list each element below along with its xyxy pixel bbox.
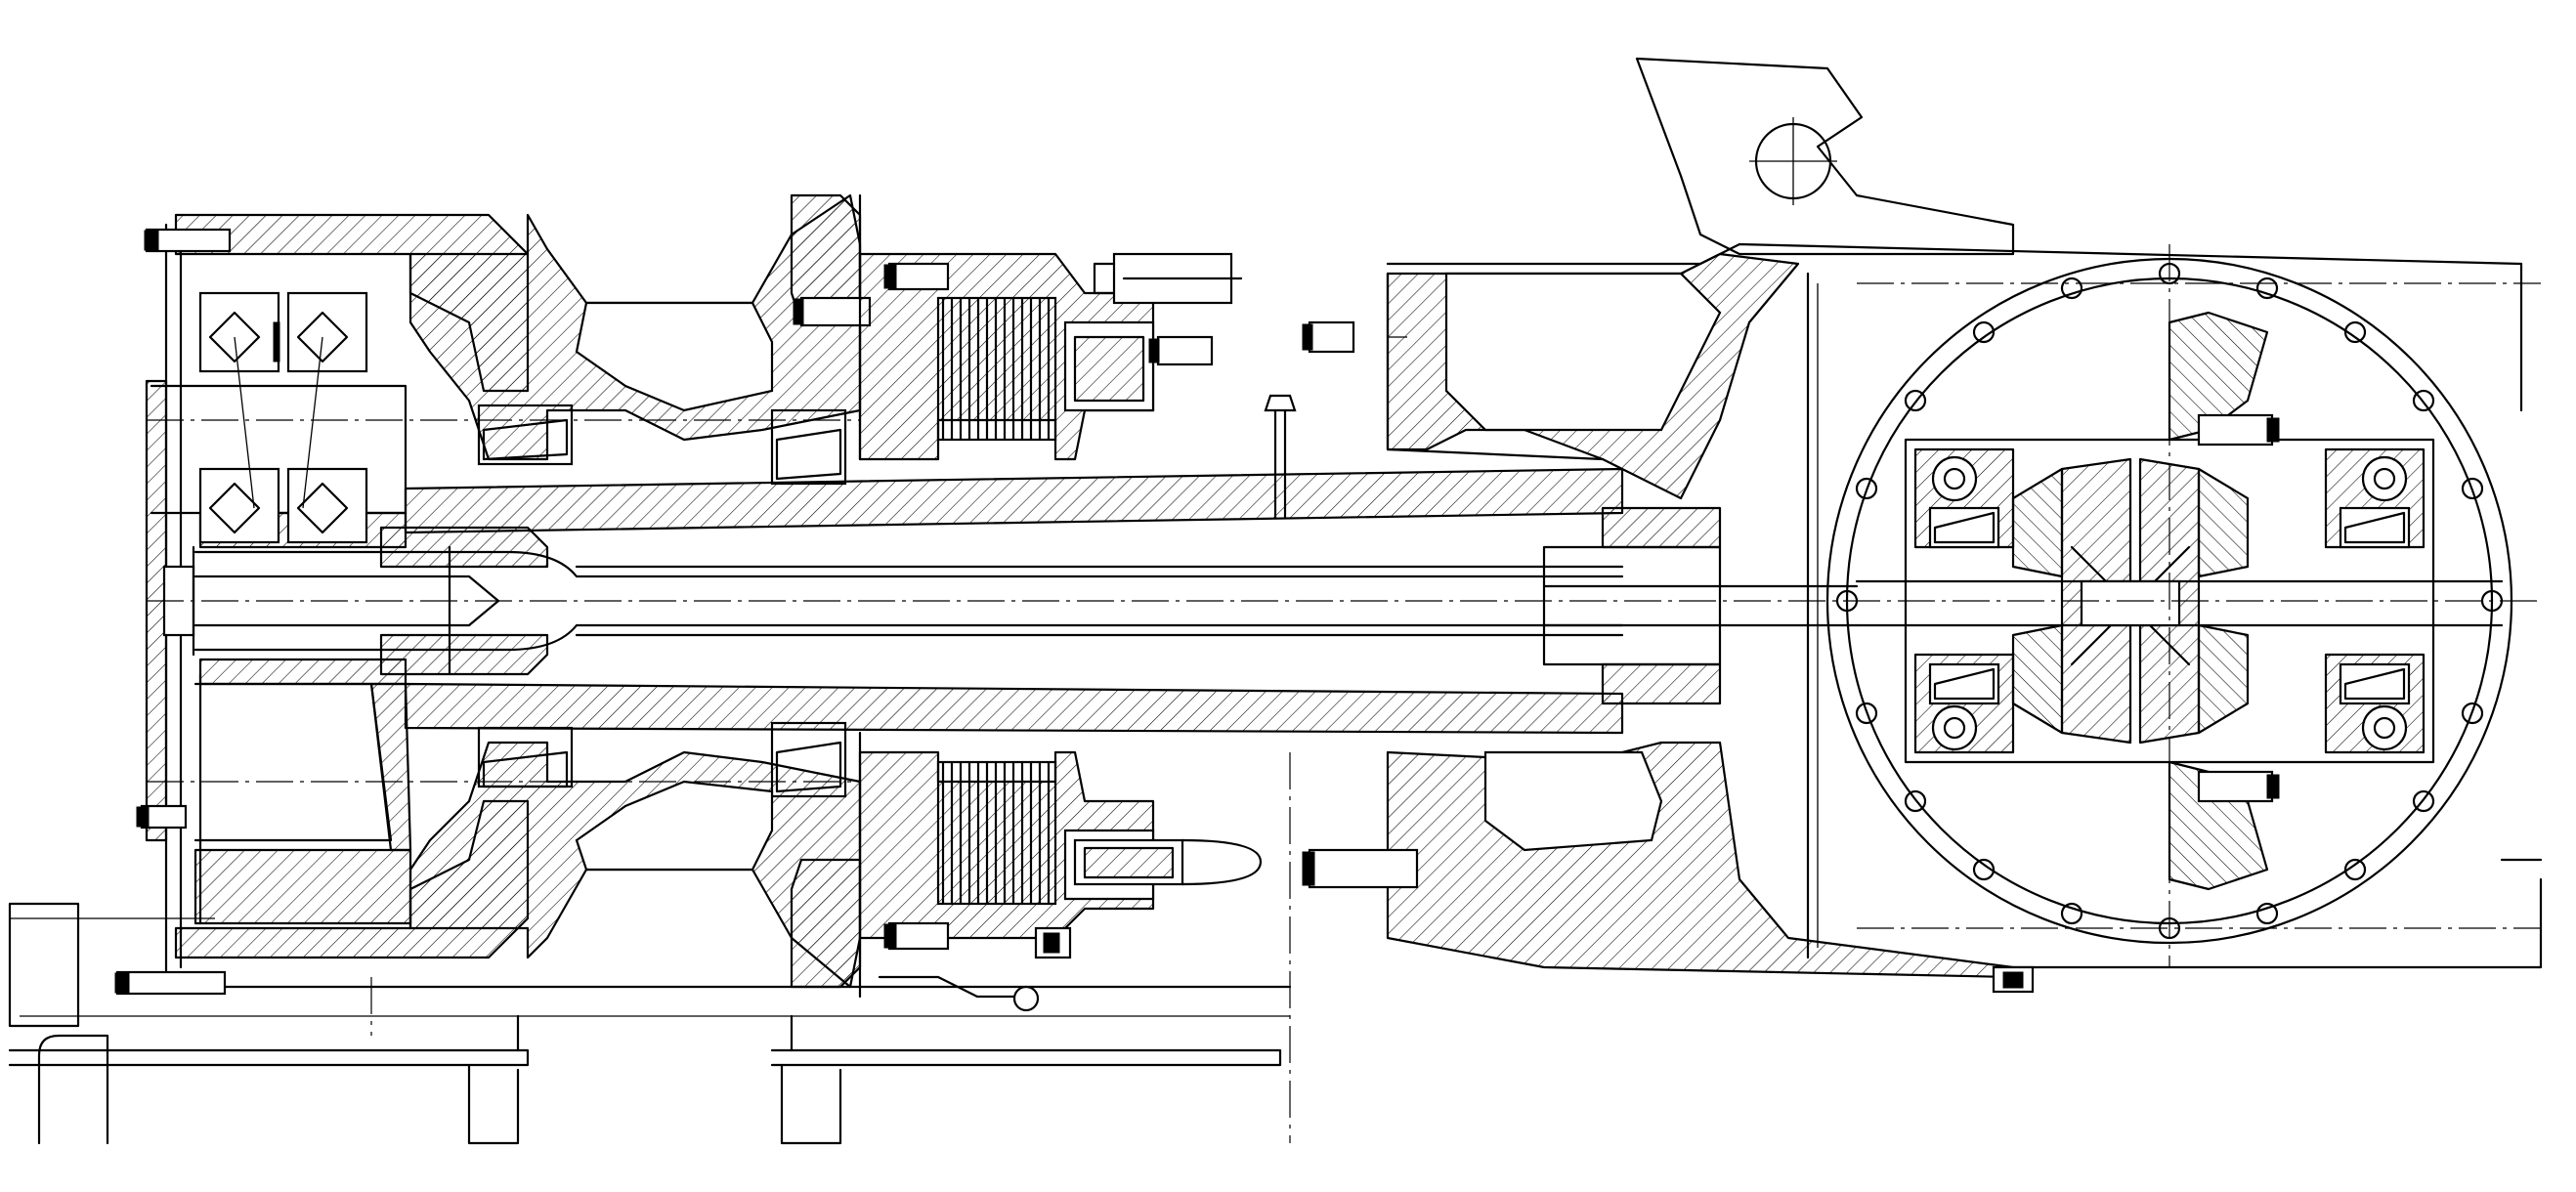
hydraulic-fitting — [878, 252, 1263, 1012]
ring-gear — [2168, 311, 2280, 891]
wet-multi-disc-brake — [858, 252, 1155, 959]
planetary-housing — [408, 193, 872, 999]
axle-shaft — [193, 394, 1859, 735]
center-lines — [147, 244, 2541, 1143]
wheel-rim — [8, 902, 1292, 1145]
tapered-roller-bearings — [198, 291, 847, 798]
flange-bolt-holes — [1835, 262, 2504, 940]
axle-housing — [1302, 57, 2543, 994]
